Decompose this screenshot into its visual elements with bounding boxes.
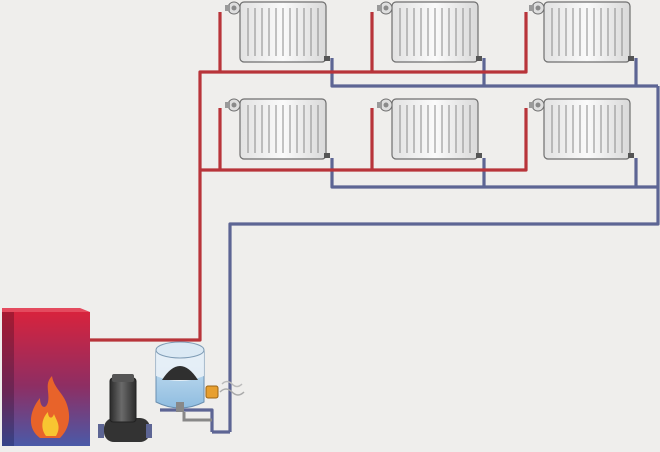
return-pipes (100, 58, 660, 434)
circulation-pump (98, 374, 152, 442)
radiator-upper-middle (376, 1, 483, 63)
radiator-lower-middle (376, 98, 483, 160)
flame-icon (30, 376, 70, 438)
radiator-lower-left (224, 98, 331, 160)
supply-pipes (90, 12, 528, 342)
radiator-upper-left (224, 1, 331, 63)
expansion-tank (155, 341, 205, 412)
radiator-lower-right (528, 98, 635, 160)
radiator-upper-right (528, 1, 635, 63)
boiler (2, 308, 90, 446)
relief-valve (182, 380, 245, 422)
